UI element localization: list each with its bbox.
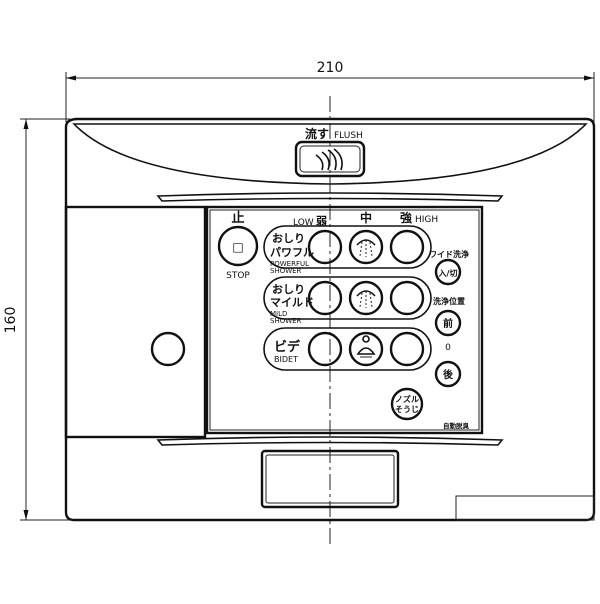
mode-powerful-en-1: POWERFUL <box>270 260 309 268</box>
main-control-panel-inner <box>209 209 480 431</box>
width-dimension: 210 <box>65 60 595 122</box>
mode-row-powerful: おしり パワフル POWERFUL SHOWER <box>263 225 432 275</box>
wide-wash-label: ワイド洗浄 <box>429 249 469 259</box>
pressure-low-jp: 弱 <box>316 215 327 228</box>
mode-mild-jp-2: マイルド <box>270 296 314 309</box>
stop-label-en: STOP <box>226 271 250 281</box>
mode-row-mild: おしり マイルド MILD SHOWER <box>263 276 432 325</box>
flush-wave-icon <box>315 148 343 171</box>
mode-powerful-jp-2: パワフル <box>270 246 314 259</box>
flush-label-en: FLUSH <box>334 131 363 141</box>
position-front-label: 前 <box>443 317 453 330</box>
main-control-panel <box>205 205 484 435</box>
pressure-mid-jp: 中 <box>360 210 372 225</box>
label-plate <box>455 495 595 521</box>
pressure-high-en: HIGH <box>415 215 438 225</box>
height-dimension: 160 <box>3 118 70 521</box>
stop-label-jp: 止 <box>231 210 244 226</box>
bidet-low-button[interactable] <box>307 331 343 367</box>
flush-label-jp: 流す <box>305 126 329 141</box>
bottom-window <box>260 449 400 509</box>
pressure-low-en: LOW <box>293 218 314 228</box>
bidet-high-button[interactable] <box>389 331 425 367</box>
spray-icon <box>356 290 376 308</box>
nozzle-clean-button[interactable]: ノズル そうじ <box>390 387 424 421</box>
stop-button[interactable]: □ <box>217 225 259 267</box>
bidet-person-icon <box>356 335 376 358</box>
mode-bidet-jp-1: ビデ <box>274 339 301 355</box>
position-back-button[interactable]: 後 <box>434 360 462 388</box>
lower-divider <box>156 436 504 446</box>
mode-bidet-en-1: BIDET <box>274 355 298 364</box>
mild-low-button[interactable] <box>307 280 343 316</box>
nozzle-clean-label-1: ノズル <box>395 394 419 404</box>
wide-wash-toggle-label: 入/切 <box>438 268 458 278</box>
position-separator: 0 <box>445 343 451 353</box>
position-front-button[interactable]: 前 <box>434 309 462 337</box>
upper-divider <box>156 192 504 202</box>
auto-deodorize-label: 自動脱臭 <box>443 421 470 430</box>
stop-symbol: □ <box>232 240 243 254</box>
mode-row-bidet: ビデ BIDET <box>263 327 432 371</box>
width-dimension-label: 210 <box>317 60 344 76</box>
spray-icon <box>356 239 376 257</box>
wash-position-label: 洗浄位置 <box>433 296 465 306</box>
powerful-high-button[interactable] <box>389 229 425 265</box>
mode-mild-jp-1: おしり <box>272 283 305 296</box>
nozzle-clean-label-2: そうじ <box>395 405 419 414</box>
side-indicator <box>150 331 186 367</box>
flush-button[interactable] <box>294 140 366 178</box>
mode-powerful-jp-1: おしり <box>272 232 305 245</box>
mode-powerful-en-2: SHOWER <box>270 267 302 275</box>
bidet-button[interactable] <box>348 331 384 367</box>
height-dimension-label: 160 <box>3 307 19 334</box>
powerful-low-button[interactable] <box>307 229 343 265</box>
powerful-shower-button[interactable] <box>348 229 384 265</box>
mild-high-button[interactable] <box>389 280 425 316</box>
left-lid-panel <box>64 205 207 439</box>
mode-mild-en-2: SHOWER <box>270 317 302 325</box>
position-back-label: 後 <box>443 368 454 381</box>
bottom-window-inner <box>265 454 395 504</box>
mild-shower-button[interactable] <box>348 280 384 316</box>
wide-wash-toggle-button[interactable]: 入/切 <box>434 258 462 286</box>
pressure-high-jp: 強 <box>400 210 412 225</box>
mode-mild-en-1: MILD <box>270 310 287 318</box>
